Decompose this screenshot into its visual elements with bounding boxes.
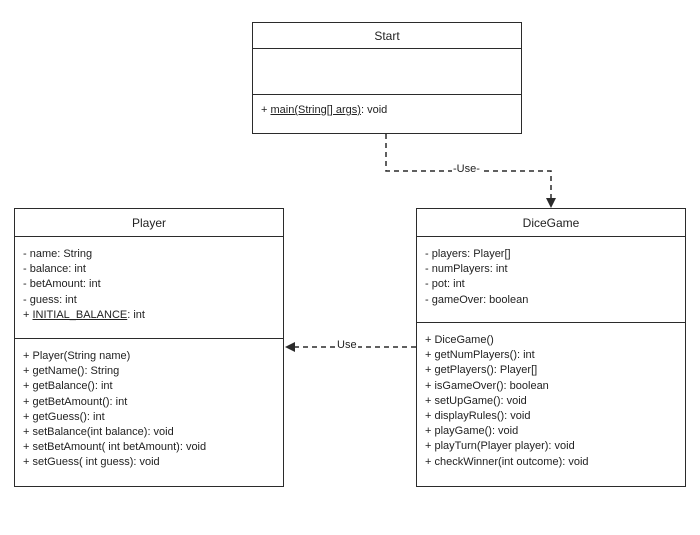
operation: + isGameOver(): boolean [425, 379, 549, 392]
attribute: - betAmount: int [23, 278, 101, 291]
arrowhead-dicegame [546, 198, 556, 208]
attribute: - guess: int [23, 293, 77, 306]
attributes-section: - name: String - balance: int - betAmoun… [15, 237, 283, 339]
operations-section: + Player(String name) + getName(): Strin… [15, 339, 283, 475]
attributes-section: - players: Player[] - numPlayers: int - … [417, 237, 685, 323]
operation: + getPlayers(): Player[] [425, 364, 538, 377]
operations-section: + DiceGame() + getNumPlayers(): int + ge… [417, 323, 685, 474]
operation: + setUpGame(): void [425, 394, 527, 407]
operation: + getBetAmount(): int [23, 395, 128, 408]
operation: + setGuess( int guess): void [23, 456, 160, 469]
class-player: Player - name: String - balance: int - b… [14, 208, 284, 487]
use-label-dicegame-player: Use [336, 339, 358, 351]
attributes-section [253, 49, 521, 95]
attribute: - numPlayers: int [425, 263, 508, 276]
operation: + main(String[] args): void [261, 104, 388, 116]
operation: + Player(String name) [23, 350, 131, 362]
attribute: - balance: int [23, 263, 86, 276]
operation: + playTurn(Player player): void [425, 440, 575, 453]
attribute: - gameOver: boolean [425, 293, 529, 306]
operation: + checkWinner(int outcome): void [425, 455, 589, 468]
operation: + getGuess(): int [23, 410, 105, 423]
attribute: - name: String [23, 248, 93, 260]
arrowhead-player [285, 342, 295, 352]
class-dicegame: DiceGame - players: Player[] - numPlayer… [416, 208, 686, 487]
attribute: + INITIAL_BALANCE: int [23, 308, 145, 321]
operation: + getNumPlayers(): int [425, 349, 535, 362]
operation: + getBalance(): int [23, 380, 113, 393]
operation: + displayRules(): void [425, 410, 531, 423]
operation: + setBalance(int balance): void [23, 426, 174, 439]
class-start: Start + main(String[] args): void [252, 22, 522, 134]
operation: + getName(): String [23, 365, 120, 378]
class-name: Start [253, 23, 521, 49]
operation: + DiceGame() [425, 334, 494, 346]
operations-section: + main(String[] args): void [253, 95, 521, 132]
class-name: Player [15, 209, 283, 237]
use-label-start-dicegame: -Use- [452, 163, 481, 175]
operation: + playGame(): void [425, 425, 519, 438]
attribute: - pot: int [425, 278, 465, 291]
operation: + setBetAmount( int betAmount): void [23, 441, 207, 454]
class-name: DiceGame [417, 209, 685, 237]
attribute: - players: Player[] [425, 248, 511, 260]
